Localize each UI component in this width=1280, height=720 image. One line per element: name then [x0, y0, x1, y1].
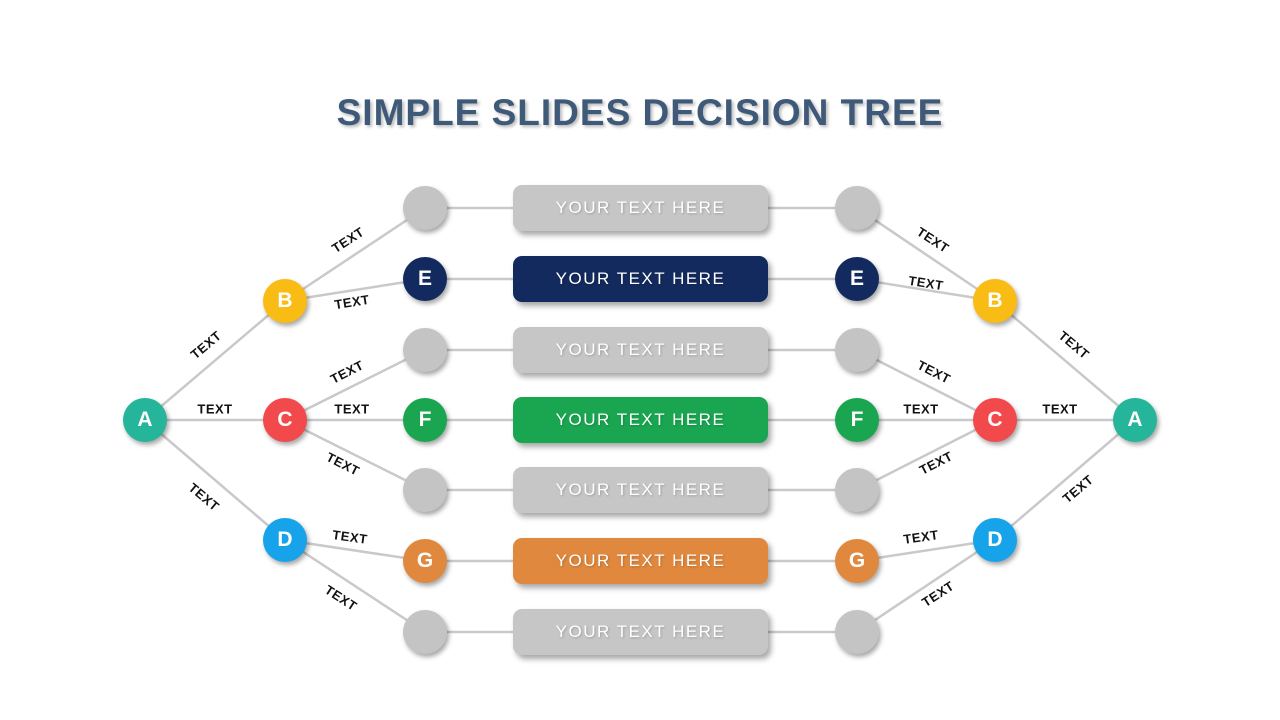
edge-label: TEXT — [1042, 401, 1078, 417]
node-e-left: E — [403, 257, 447, 301]
node-d-right: D — [973, 518, 1017, 562]
node-f-left: F — [403, 398, 447, 442]
edge-label: TEXT — [197, 401, 233, 417]
node-letter: D — [987, 528, 1003, 551]
node-letter: C — [277, 408, 293, 431]
node-b-left: B — [263, 279, 307, 323]
text-bar-2: YOUR TEXT HERE — [513, 256, 768, 302]
node-letter: B — [987, 289, 1003, 312]
node-gray-left-1 — [403, 186, 447, 230]
node-c-right: C — [973, 398, 1017, 442]
text-bar-6: YOUR TEXT HERE — [513, 538, 768, 584]
node-a-right: A — [1113, 398, 1157, 442]
node-gray-right-2 — [835, 328, 879, 372]
text-bar-4: YOUR TEXT HERE — [513, 397, 768, 443]
node-letter: E — [417, 267, 432, 290]
edge-label: TEXT — [903, 401, 939, 417]
node-letter: D — [277, 528, 293, 551]
page-title: SIMPLE SLIDES DECISION TREE — [336, 92, 944, 133]
node-gray-left-3 — [403, 468, 447, 512]
node-letter: A — [137, 408, 153, 431]
node-gray-left-2 — [403, 328, 447, 372]
node-letter: G — [848, 549, 866, 572]
node-letter: C — [987, 408, 1003, 431]
edge-label: TEXT — [334, 401, 370, 417]
node-b-right: B — [973, 279, 1017, 323]
text-bar-1: YOUR TEXT HERE — [513, 185, 768, 231]
node-letter: F — [418, 408, 432, 431]
node-letter: G — [416, 549, 434, 572]
node-letter: E — [849, 267, 864, 290]
node-a-left: A — [123, 398, 167, 442]
text-bar-3: YOUR TEXT HERE — [513, 327, 768, 373]
node-d-left: D — [263, 518, 307, 562]
node-letter: F — [850, 408, 864, 431]
node-g-left: G — [403, 539, 447, 583]
text-bar-7: YOUR TEXT HERE — [513, 609, 768, 655]
node-f-right: F — [835, 398, 879, 442]
node-g-right: G — [835, 539, 879, 583]
node-gray-left-4 — [403, 610, 447, 654]
node-gray-right-3 — [835, 468, 879, 512]
node-letter: B — [277, 289, 293, 312]
node-gray-right-4 — [835, 610, 879, 654]
node-c-left: C — [263, 398, 307, 442]
node-e-right: E — [835, 257, 879, 301]
text-bar-5: YOUR TEXT HERE — [513, 467, 768, 513]
node-gray-right-1 — [835, 186, 879, 230]
node-letter: A — [1127, 408, 1143, 431]
